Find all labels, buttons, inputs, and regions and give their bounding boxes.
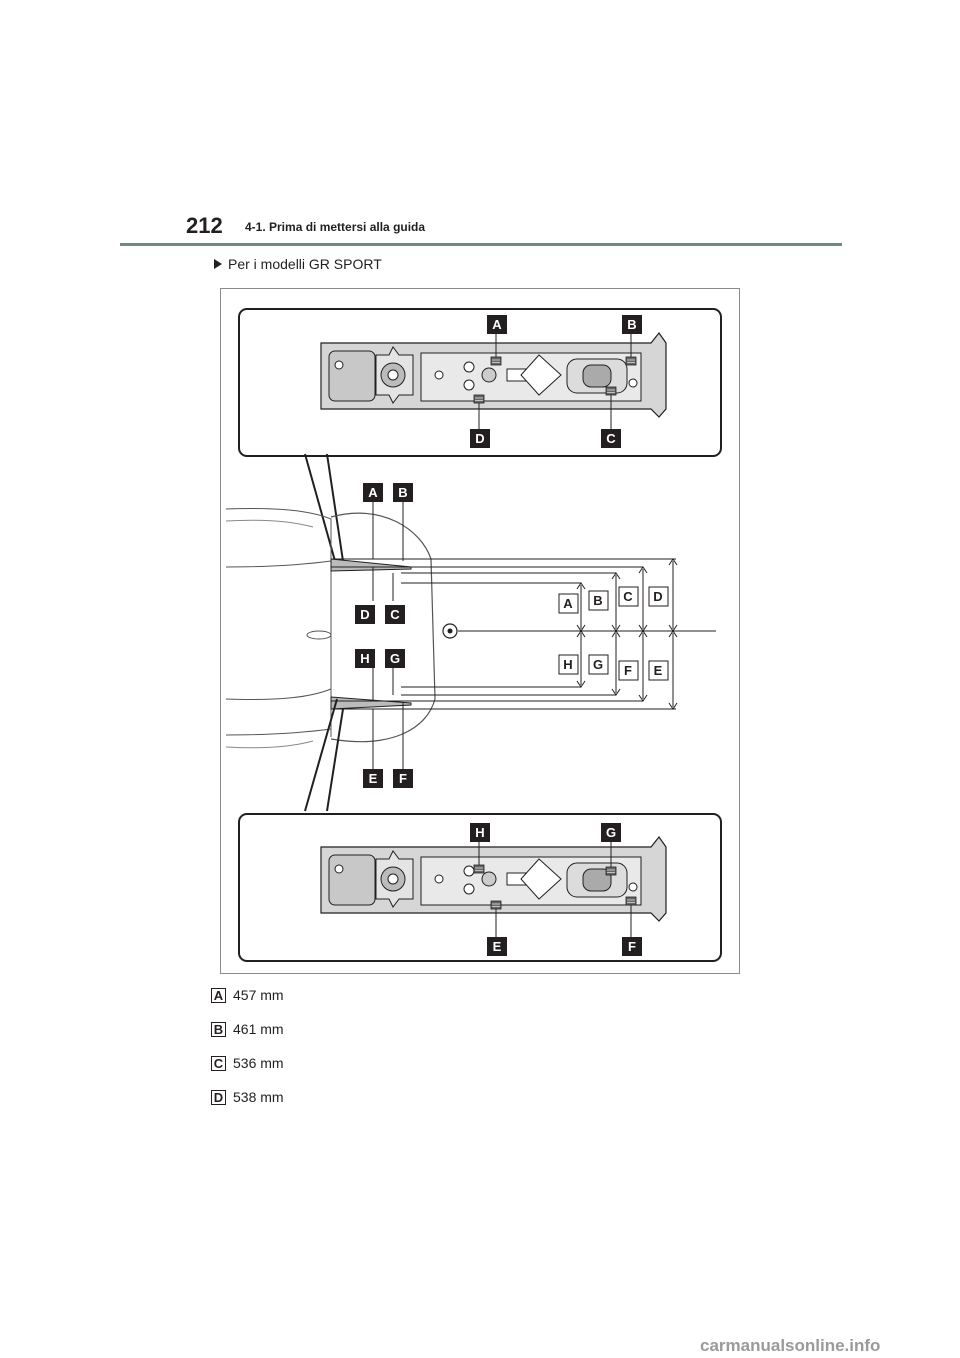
legend-item-d: D 538 mm xyxy=(211,1087,411,1107)
callout-b-car: B xyxy=(393,483,413,502)
svg-text:H: H xyxy=(563,657,572,672)
dimension-label-d: D xyxy=(648,586,669,607)
dimension-label-e: E xyxy=(648,660,669,681)
svg-text:F: F xyxy=(628,939,636,954)
legend-value: 457 mm xyxy=(233,987,284,1003)
svg-text:C: C xyxy=(606,431,616,446)
callout-h-bottom: H xyxy=(470,823,490,842)
svg-text:G: G xyxy=(390,651,400,666)
callout-g-bottom: G xyxy=(601,823,621,842)
callout-c-top: C xyxy=(601,429,621,448)
seat-mount-diagram: A B D C A B D C H G E F H G E F A B C D … xyxy=(220,288,740,974)
svg-text:A: A xyxy=(563,596,573,611)
svg-text:G: G xyxy=(606,825,616,840)
svg-text:B: B xyxy=(627,317,636,332)
legend-item-c: C 536 mm xyxy=(211,1053,411,1073)
svg-text:C: C xyxy=(390,607,400,622)
legend-key: A xyxy=(211,987,226,1003)
svg-text:F: F xyxy=(624,663,632,678)
legend-value: 536 mm xyxy=(233,1055,284,1071)
svg-text:H: H xyxy=(475,825,484,840)
svg-text:H: H xyxy=(360,651,369,666)
svg-text:A: A xyxy=(492,317,502,332)
callout-h-car: H xyxy=(355,649,375,668)
svg-text:E: E xyxy=(654,663,663,678)
callout-a-top: A xyxy=(487,315,507,334)
section-heading-text: Per i modelli GR SPORT xyxy=(228,256,382,272)
callout-g-car: G xyxy=(385,649,405,668)
dimension-label-g: G xyxy=(588,654,609,675)
svg-text:E: E xyxy=(493,939,502,954)
svg-text:C: C xyxy=(623,589,633,604)
legend-key: D xyxy=(211,1089,226,1105)
watermark: carmanualsonline.info xyxy=(700,1336,881,1355)
legend-key: B xyxy=(211,1021,226,1037)
svg-text:F: F xyxy=(399,771,407,786)
dimension-label-b: B xyxy=(588,590,609,611)
legend-value: 461 mm xyxy=(233,1021,284,1037)
svg-text:B: B xyxy=(398,485,407,500)
callout-e-car: E xyxy=(363,769,383,788)
legend-item-b: B 461 mm xyxy=(211,1019,411,1039)
callout-f-car: F xyxy=(393,769,413,788)
svg-text:A: A xyxy=(368,485,378,500)
dimension-label-f: F xyxy=(618,660,639,681)
svg-text:D: D xyxy=(653,589,662,604)
callout-d-top: D xyxy=(470,429,490,448)
dimension-label-a: A xyxy=(558,593,579,614)
legend-value: 538 mm xyxy=(233,1089,284,1105)
callout-b-top: B xyxy=(622,315,642,334)
legend-key: C xyxy=(211,1055,226,1071)
dimension-label-h: H xyxy=(558,654,579,675)
callout-d-car: D xyxy=(355,605,375,624)
header-divider xyxy=(120,243,842,246)
legend-item-a: A 457 mm xyxy=(211,985,411,1005)
callout-c-car: C xyxy=(385,605,405,624)
callout-e-bottom: E xyxy=(487,937,507,956)
callout-f-bottom: F xyxy=(622,937,642,956)
chapter-title: 4-1. Prima di mettersi alla guida xyxy=(245,220,426,234)
svg-text:E: E xyxy=(369,771,378,786)
diagram-svg: A B D C A B D C H G E F H G E F A B C D … xyxy=(225,308,722,962)
triangle-bullet-icon xyxy=(214,259,222,269)
dimension-label-c: C xyxy=(618,586,639,607)
callout-a-car: A xyxy=(363,483,383,502)
page-number: 212 xyxy=(186,213,223,238)
section-heading: Per i modelli GR SPORT xyxy=(214,256,382,272)
svg-text:B: B xyxy=(593,593,602,608)
svg-text:D: D xyxy=(475,431,484,446)
svg-text:D: D xyxy=(360,607,369,622)
svg-text:G: G xyxy=(593,657,603,672)
